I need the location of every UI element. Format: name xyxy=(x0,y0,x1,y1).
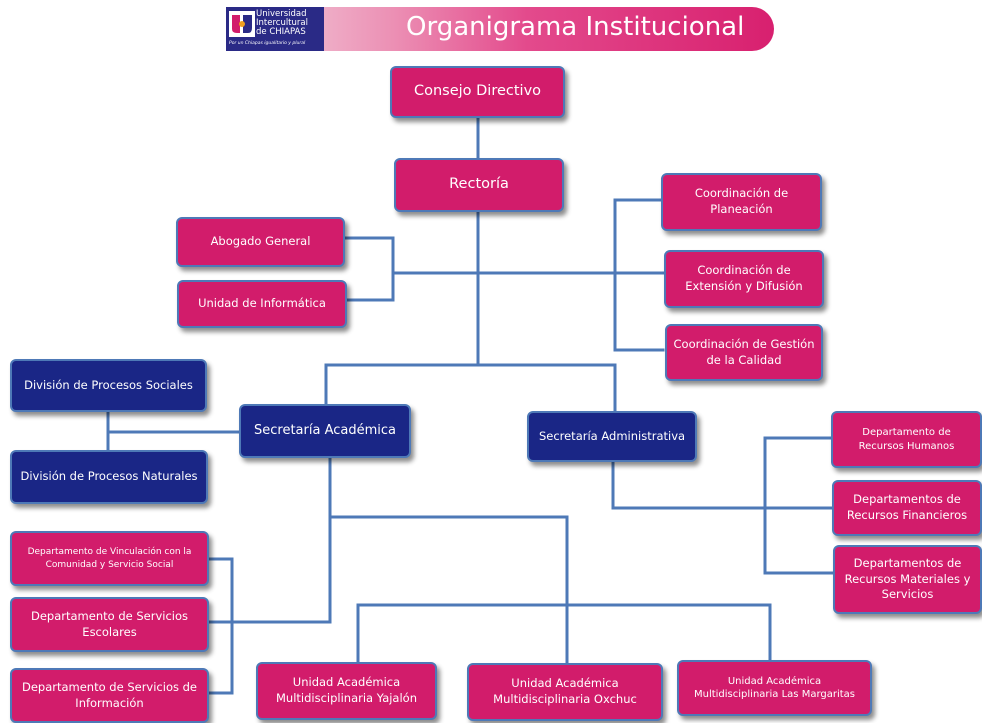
node-coord-extension: Coordinación de Extensión y Difusión xyxy=(664,250,824,308)
logo-tagline: Por un Chiapas igualitario y plural xyxy=(229,41,306,46)
connector xyxy=(207,557,234,695)
connector xyxy=(341,236,395,302)
university-logo: Universidad Intercultural de CHIAPAS Por… xyxy=(226,7,324,51)
connector xyxy=(613,198,665,352)
logo-text-line2: Intercultural xyxy=(256,18,308,28)
node-depto-recursos-financieros: Departamentos de Recursos Financieros xyxy=(832,480,982,536)
node-div-procesos-sociales: División de Procesos Sociales xyxy=(10,359,207,412)
node-secretaria-academica: Secretaría Académica xyxy=(239,404,411,458)
connector xyxy=(324,363,617,414)
node-coord-calidad: Coordinación de Gestión de la Calidad xyxy=(665,324,823,381)
connector xyxy=(763,436,835,575)
node-depto-servicios-escolares: Departamento de Servicios Escolares xyxy=(10,597,209,652)
logo-text-line3: de CHIAPAS xyxy=(256,27,306,37)
header-banner: Organigrama Institucional Universidad In… xyxy=(226,7,776,51)
node-coord-planeacion: Coordinación de Planeación xyxy=(661,173,822,231)
node-ua-oxchuc: Unidad Académica Multidisciplinaria Oxch… xyxy=(467,663,663,721)
node-unidad-informatica: Unidad de Informática xyxy=(177,280,347,328)
node-secretaria-administrativa: Secretaría Administrativa xyxy=(527,411,697,462)
node-depto-recursos-materiales: Departamentos de Recursos Materiales y S… xyxy=(833,545,982,614)
node-consejo-directivo: Consejo Directivo xyxy=(390,66,565,118)
node-depto-vinculacion: Departamento de Vinculación con la Comun… xyxy=(10,531,209,586)
logo-text-line1: Universidad xyxy=(256,9,307,19)
connector xyxy=(208,456,332,624)
page-title: Organigrama Institucional xyxy=(406,12,745,42)
node-depto-recursos-humanos: Departamento de Recursos Humanos xyxy=(831,411,982,468)
node-abogado-general: Abogado General xyxy=(176,217,345,267)
node-ua-las-margaritas: Unidad Académica Multidisciplinaria Las … xyxy=(677,660,872,716)
node-depto-servicios-informacion: Departamento de Servicios de Información xyxy=(10,668,209,723)
connector xyxy=(356,603,772,666)
connector xyxy=(611,459,835,510)
node-div-procesos-naturales: División de Procesos Naturales xyxy=(10,450,208,504)
node-rectoria: Rectoría xyxy=(394,158,564,212)
logo-mark-icon xyxy=(229,11,255,37)
node-ua-yajalon: Unidad Académica Multidisciplinaria Yaja… xyxy=(256,662,437,720)
